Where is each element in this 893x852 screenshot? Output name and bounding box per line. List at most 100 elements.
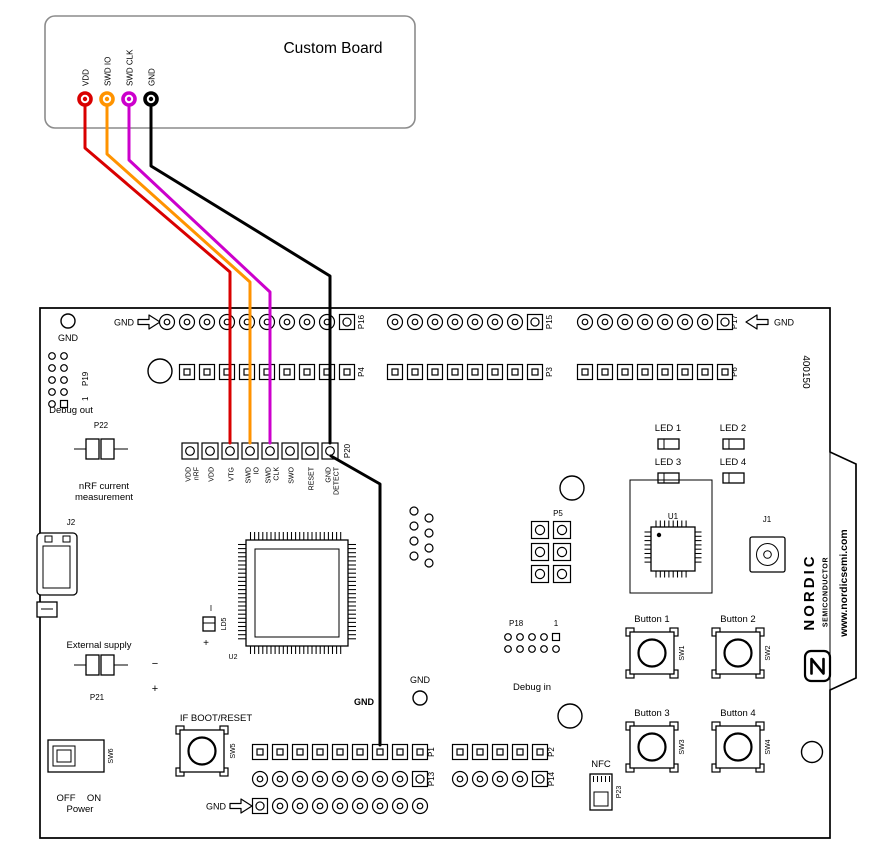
pad-hole xyxy=(641,368,649,376)
p19-pin1-label: 1 xyxy=(81,396,90,401)
pad-hole xyxy=(316,775,324,783)
pad-hole xyxy=(183,318,191,326)
mount-hole xyxy=(559,475,585,501)
p20-pin-swdclk-1: SWD xyxy=(266,467,273,483)
pad-hole xyxy=(536,748,544,756)
button3-label: Button 3 xyxy=(634,708,669,719)
pad-hole xyxy=(701,368,709,376)
pad-circle xyxy=(48,388,56,396)
pad-hole xyxy=(491,318,499,326)
wire-swdclk xyxy=(127,97,272,445)
led2 xyxy=(722,438,745,450)
pin-label-vdd: VDD xyxy=(82,69,91,86)
button-4-plunger[interactable] xyxy=(723,732,753,762)
pad-hole xyxy=(163,318,171,326)
pad-hole xyxy=(516,775,524,783)
wire-swdio xyxy=(105,97,252,445)
pad-hole xyxy=(720,317,730,327)
part-number: 400150 xyxy=(800,355,811,389)
pad-hole xyxy=(276,775,284,783)
pad-hole xyxy=(534,546,546,558)
pad-hole xyxy=(431,368,439,376)
board-outline xyxy=(39,307,857,839)
pad-hole xyxy=(285,446,295,456)
pad-hole xyxy=(681,368,689,376)
pad-hole xyxy=(530,317,540,327)
p20-pin-swdio-2: IO xyxy=(254,466,261,474)
pad-circle xyxy=(60,364,68,372)
pad-hole xyxy=(556,524,568,536)
pad-hole xyxy=(255,801,265,811)
pad-hole xyxy=(621,368,629,376)
header-label-p3: P3 xyxy=(545,367,554,377)
external-supply-label: External supply xyxy=(67,640,132,651)
power-switch-knob[interactable] xyxy=(52,745,76,767)
pad-hole xyxy=(531,368,539,376)
pad-hole xyxy=(256,775,264,783)
header-label-p6: P6 xyxy=(730,367,739,377)
pad-hole xyxy=(316,802,324,810)
p21-pin xyxy=(100,654,115,676)
pad-hole xyxy=(303,368,311,376)
wires: GND xyxy=(83,97,382,747)
pad-hole xyxy=(296,802,304,810)
debug-out-label: Debug out xyxy=(49,405,93,416)
gnd-top-label: GND xyxy=(58,333,79,343)
header-label-p1: P1 xyxy=(427,747,436,757)
j1-ref: J1 xyxy=(763,515,772,524)
button-1-plunger[interactable] xyxy=(637,638,667,668)
pad-circle xyxy=(516,633,524,641)
p20-pin-reset: RESET xyxy=(309,466,316,490)
header-label-p16: P16 xyxy=(357,314,366,329)
wire-gnd-to-p1 xyxy=(329,454,382,747)
pad-circle xyxy=(528,645,536,653)
power-switch-body[interactable] xyxy=(47,739,105,773)
pad-hole xyxy=(356,748,364,756)
pad-hole xyxy=(296,748,304,756)
p22-ref: P22 xyxy=(94,421,109,430)
button-2-plunger[interactable] xyxy=(723,638,753,668)
gnd-arrow-bottom-label: GND xyxy=(206,802,227,812)
pad-hole xyxy=(534,524,546,536)
pad-hole xyxy=(396,775,404,783)
boot-reset-button-plunger[interactable] xyxy=(187,736,217,766)
pad-hole xyxy=(641,318,649,326)
gnd-arrow-right-label: GND xyxy=(774,318,795,328)
p22-pin xyxy=(100,438,115,460)
pad-hole xyxy=(701,318,709,326)
pad-circle xyxy=(48,352,56,360)
nfc-connector-inner xyxy=(593,791,609,807)
button-3-plunger[interactable] xyxy=(637,732,667,762)
p20-pin-vtg: VTG xyxy=(229,467,236,481)
pad-hole xyxy=(496,748,504,756)
led4-label: LED 4 xyxy=(720,457,746,468)
header-label-p13: P13 xyxy=(427,771,436,786)
pad-hole xyxy=(183,368,191,376)
gnd-arrow-left-label: GND xyxy=(114,318,135,328)
custom-board: Custom Board VDD SWD IO SWD CLK GND xyxy=(44,15,416,129)
led4 xyxy=(722,472,745,484)
j1-connector-pin xyxy=(763,550,772,559)
supply-minus-mark: − xyxy=(152,658,158,670)
j1-connector-ring xyxy=(756,543,779,566)
mcu-body-inner xyxy=(254,548,340,638)
pad-hole xyxy=(416,802,424,810)
pad-hole xyxy=(336,748,344,756)
sw2-ref: SW2 xyxy=(765,645,772,660)
usb-tab xyxy=(44,535,53,543)
debug-in-label: Debug in xyxy=(513,682,551,693)
power-on-label: ON xyxy=(87,793,101,804)
pad-circle xyxy=(528,633,536,641)
via xyxy=(424,513,434,523)
pin1-dot xyxy=(656,532,662,538)
p18-pin1-label: 1 xyxy=(554,619,559,628)
pad-circle xyxy=(60,388,68,396)
pad-circle xyxy=(540,645,548,653)
custom-board-outline xyxy=(44,15,416,129)
pad-hole xyxy=(476,775,484,783)
nordic-logo-icon xyxy=(803,649,832,683)
pad-circle xyxy=(48,364,56,372)
pin-label-gnd: GND xyxy=(148,68,157,86)
p20-pin-swdio-1: SWD xyxy=(246,467,253,483)
